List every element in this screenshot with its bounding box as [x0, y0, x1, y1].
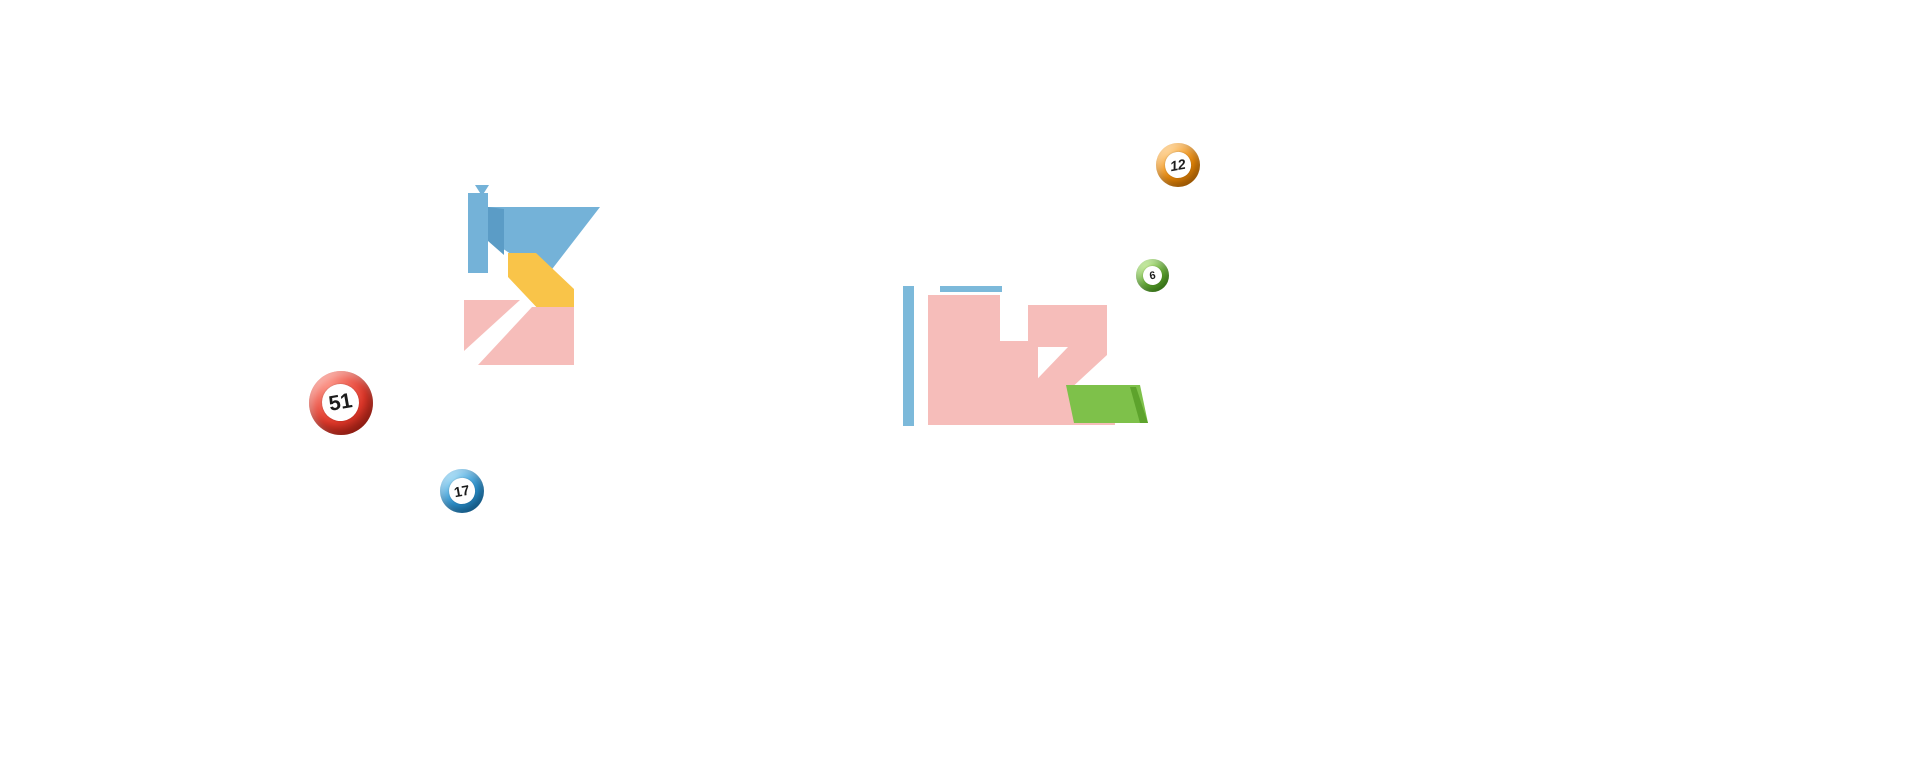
bingo-ball-6: 6	[1136, 259, 1169, 292]
number-blue-dash	[940, 286, 1002, 292]
ball-number: 17	[447, 476, 477, 506]
windmill-yellow-blade	[508, 253, 574, 313]
windmill-top-notch	[475, 185, 489, 196]
paper-windmill-illustration	[464, 185, 600, 365]
number-green-underline	[1066, 385, 1148, 423]
windmill-pink-blade-right	[478, 307, 574, 365]
bingo-ball-17: 17	[440, 469, 484, 513]
ball-number: 51	[319, 381, 363, 425]
bingo-ball-51: 51	[309, 371, 373, 435]
number-blue-bar	[903, 286, 914, 426]
ball-number: 12	[1163, 150, 1193, 180]
bingo-ball-12: 12	[1156, 143, 1200, 187]
number-pink-one	[928, 295, 1038, 425]
windmill-blue-shadow	[488, 207, 504, 255]
big-number-illustration	[903, 286, 1148, 426]
ball-number: 6	[1141, 264, 1164, 287]
windmill-pink-blade-left	[464, 300, 520, 351]
number-green-tip	[1130, 387, 1148, 423]
